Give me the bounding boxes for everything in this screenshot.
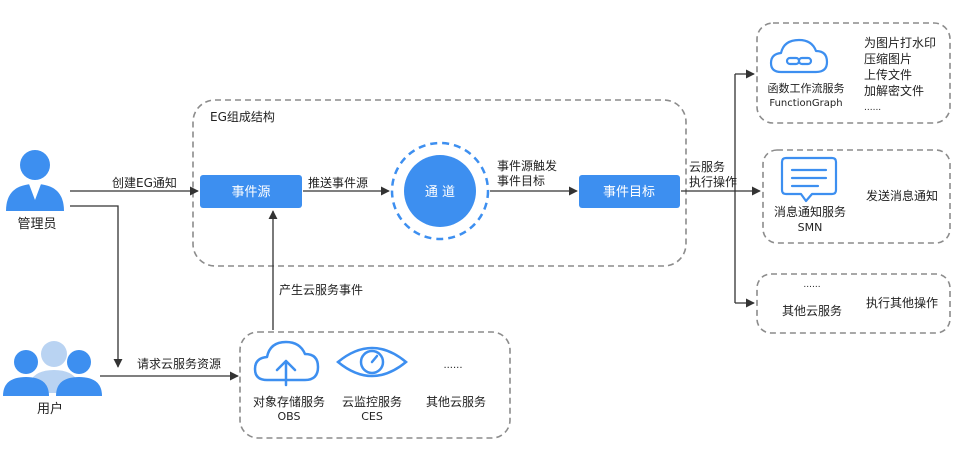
obs-code: OBS bbox=[278, 410, 301, 423]
eg-structure-container bbox=[192, 99, 687, 267]
channel-label: 通 道 bbox=[425, 185, 455, 200]
admin-person-icon bbox=[6, 150, 64, 211]
user-label: 用户 bbox=[37, 401, 63, 417]
functiongraph-name: 函数工作流服务 bbox=[768, 81, 845, 95]
ces-name: 云监控服务 bbox=[342, 394, 402, 409]
channel-circle: 通 道 bbox=[390, 141, 490, 241]
other-target-ellipsis: ...... bbox=[803, 280, 820, 290]
trigger-label-line1: 事件源触发 bbox=[497, 158, 557, 173]
functiongraph-action-4: ...... bbox=[864, 103, 881, 113]
produce-event-label: 产生云服务事件 bbox=[279, 282, 363, 297]
functiongraph-action-3: 加解密文件 bbox=[864, 83, 924, 98]
push-event-source-label: 推送事件源 bbox=[308, 175, 368, 190]
ces-eye-monitor-icon bbox=[336, 346, 408, 378]
cloud-op-label-line2: 执行操作 bbox=[689, 174, 737, 189]
eg-structure-title: EG组成结构 bbox=[210, 109, 275, 124]
obs-cloud-upload-icon bbox=[253, 340, 320, 387]
arrow-admin-to-request bbox=[70, 205, 123, 368]
request-resource-label: 请求云服务资源 bbox=[137, 356, 221, 371]
create-eg-notice-label: 创建EG通知 bbox=[112, 176, 177, 190]
other-target-action: 执行其他操作 bbox=[866, 295, 938, 310]
other-target-name: 其他云服务 bbox=[782, 303, 842, 318]
smn-name: 消息通知服务 bbox=[774, 204, 846, 219]
user-group-icon bbox=[3, 341, 102, 396]
trigger-label-line2: 事件目标 bbox=[497, 174, 545, 188]
event-source-label: 事件源 bbox=[231, 185, 270, 200]
target-smn-container bbox=[762, 149, 951, 244]
smn-code: SMN bbox=[798, 221, 823, 234]
ces-code: CES bbox=[361, 410, 383, 423]
sources-ellipsis: ...... bbox=[443, 360, 462, 371]
functiongraph-action-2: 上传文件 bbox=[864, 67, 912, 82]
admin-label: 管理员 bbox=[17, 217, 56, 232]
functiongraph-action-0: 为图片打水印 bbox=[864, 36, 936, 50]
sources-other-name: 其他云服务 bbox=[426, 394, 486, 409]
functiongraph-cloud-link-icon bbox=[769, 38, 829, 74]
smn-action: 发送消息通知 bbox=[866, 188, 938, 203]
event-target-box: 事件目标 bbox=[579, 175, 680, 208]
functiongraph-action-1: 压缩图片 bbox=[864, 51, 912, 66]
event-target-label: 事件目标 bbox=[603, 185, 655, 200]
event-source-box: 事件源 bbox=[200, 175, 302, 208]
smn-message-bubble-icon bbox=[780, 156, 838, 203]
target-other-container bbox=[756, 273, 951, 334]
functiongraph-code: FunctionGraph bbox=[769, 98, 842, 109]
target-functiongraph-container bbox=[756, 22, 951, 124]
cloud-op-label-line1: 云服务 bbox=[689, 159, 725, 174]
obs-name: 对象存储服务 bbox=[253, 394, 325, 409]
